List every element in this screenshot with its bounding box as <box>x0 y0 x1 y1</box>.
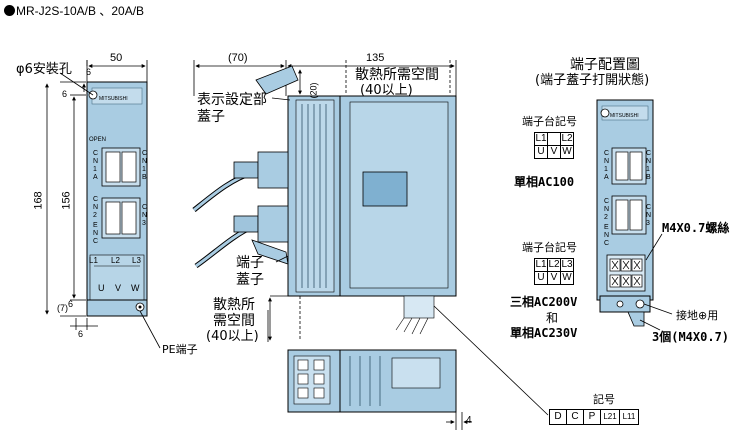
label-terminal-cover-2: 蓋子 <box>236 272 264 288</box>
label-three-ac200-1: 三相AC200V <box>510 295 578 309</box>
front-cn3: CN3 <box>142 204 148 227</box>
label-mount-hole: φ6安裝孔 <box>16 62 72 77</box>
dim-height-168: 168 <box>32 191 45 210</box>
dim-bottom-6: 6 <box>68 299 74 309</box>
front-v: V <box>115 283 122 293</box>
front-l1: L1 <box>89 256 98 265</box>
terminal-layout-view <box>596 99 673 331</box>
layout-cn1a: CN1A <box>604 150 610 181</box>
label-block-2: 端子台記号 <box>522 241 577 254</box>
label-terminal-cover-1: 端子 <box>236 255 264 271</box>
label-screw-1: M4X0.7螺絲 <box>662 221 730 235</box>
front-l2: L2 <box>111 256 120 265</box>
dim-width-50: 50 <box>110 52 123 64</box>
dim-height-156: 156 <box>60 191 73 210</box>
label-block-1: 端子台記号 <box>522 115 577 128</box>
dim-bottom-7: (7) <box>57 303 68 313</box>
layout-enc: ENC <box>604 224 610 247</box>
side-view <box>192 60 549 416</box>
block-single-w: W <box>560 145 574 159</box>
block-three-u: U <box>534 271 548 285</box>
front-brand: MITSUBISHI <box>99 96 128 102</box>
label-heat-bot-3: (40以上) <box>206 329 259 344</box>
front-cn1a: CN1A <box>93 150 99 181</box>
block-three-w: W <box>560 271 574 285</box>
block-single-blank <box>547 132 561 146</box>
label-three-ac200-3: 單相AC230V <box>510 326 578 340</box>
bottom-terminal-l21: L21 <box>600 409 620 425</box>
label-display-cover-2: 蓋子 <box>197 109 225 125</box>
front-view <box>45 60 161 349</box>
bullet-icon <box>4 5 15 16</box>
dim-left-6: 6 <box>62 89 68 99</box>
bottom-terminal-d: D <box>549 409 567 425</box>
bottom-terminal-p: P <box>583 409 601 425</box>
front-open-label: OPEN <box>89 137 107 143</box>
label-ground: 接地⊕用 <box>676 309 719 322</box>
label-layout-title-1: 端子配置圖 <box>570 57 640 73</box>
block-three-l3: L3 <box>560 258 574 272</box>
block-single-l1: L1 <box>534 132 548 146</box>
label-heat-top-1: 散熱所需空間 <box>355 67 439 83</box>
top-view <box>287 349 472 430</box>
block-three-l1: L1 <box>534 258 548 272</box>
dim-bottom-6b: 6 <box>78 329 84 339</box>
bottom-terminal-c: C <box>566 409 584 425</box>
title-text: MR-J2S-10A/B 、20A/B <box>16 4 145 18</box>
label-pe-terminal: PE端子 <box>162 343 198 356</box>
block-three-l2: L2 <box>547 258 561 272</box>
layout-cn2: CN2 <box>604 198 610 221</box>
label-layout-title-2: (端子蓋子打開狀態) <box>535 73 650 88</box>
label-three-ac200-2: 和 <box>546 311 559 325</box>
dim-depth-70: (70) <box>228 52 248 64</box>
block-single-l2: L2 <box>560 132 574 146</box>
front-w: W <box>131 283 140 293</box>
block-single-v: V <box>547 145 561 159</box>
page-title: MR-J2S-10A/B 、20A/B <box>4 5 144 17</box>
label-screw-2: 3個(M4X0.7) <box>652 330 730 344</box>
front-cn1b: CN1B <box>142 150 148 181</box>
dim-top-6: 6 <box>86 67 92 77</box>
dim-20: (20) <box>308 82 319 99</box>
block-three-v: V <box>547 271 561 285</box>
label-heat-top-2: (40以上) <box>360 83 413 98</box>
label-symbol: 記号 <box>593 393 615 406</box>
label-heat-bot-2: 需空間 <box>213 313 255 329</box>
layout-brand: MITSUBISHI <box>610 113 639 119</box>
label-display-cover-1: 表示設定部 <box>197 92 267 108</box>
front-cn2: CN2 <box>93 196 99 219</box>
layout-cn1b: CN1B <box>646 150 652 181</box>
front-l3: L3 <box>132 256 141 265</box>
front-enc: ENC <box>93 222 99 245</box>
bottom-terminal-l11: L11 <box>619 409 639 425</box>
dim-depth-135: 135 <box>366 52 385 64</box>
layout-cn3: CN3 <box>646 204 652 227</box>
label-heat-bot-1: 散熱所 <box>213 297 255 313</box>
front-u: U <box>98 283 105 293</box>
block-single-u: U <box>534 145 548 159</box>
dim-4: 4 <box>466 415 472 426</box>
label-single-ac100: 單相AC100 <box>514 175 575 189</box>
